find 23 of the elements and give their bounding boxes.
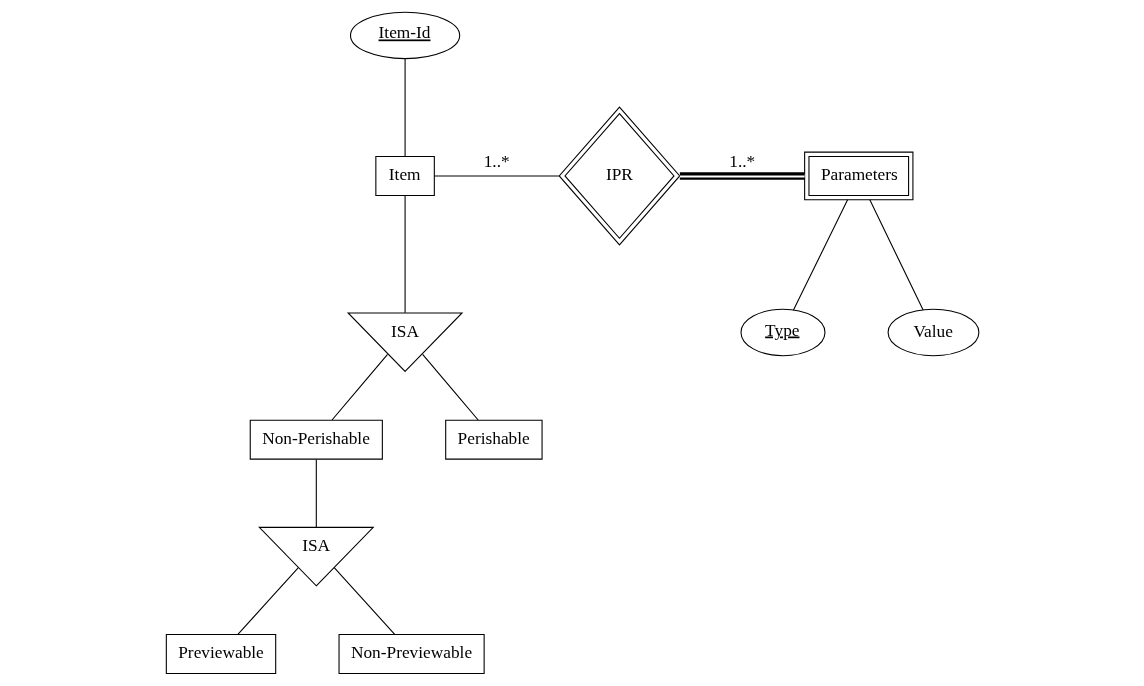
edge-label: 1..*: [728, 152, 755, 172]
connector: [333, 567, 395, 635]
connector: [679, 172, 805, 180]
edge-label: 1..*: [483, 152, 510, 172]
connector: [330, 353, 388, 421]
connector: [792, 199, 848, 311]
node-box: Item: [374, 155, 435, 196]
node-box: Non-Previewable: [338, 634, 485, 675]
connector: [236, 567, 299, 635]
node-ellipse: Type: [739, 308, 825, 357]
connector: [404, 195, 406, 314]
connector: [421, 353, 479, 421]
node-box: Previewable: [165, 634, 276, 675]
node-box: Non-Perishable: [249, 419, 383, 460]
node-box: Perishable: [444, 419, 543, 460]
connector: [404, 57, 406, 157]
connector: [433, 175, 559, 177]
node-ellipse: Value: [887, 308, 979, 357]
node-box: Parameters: [803, 151, 913, 201]
node-ellipse: Item-Id: [349, 11, 460, 60]
connector: [315, 459, 317, 528]
node-diamond: IPR: [558, 106, 680, 246]
connector: [868, 199, 924, 311]
